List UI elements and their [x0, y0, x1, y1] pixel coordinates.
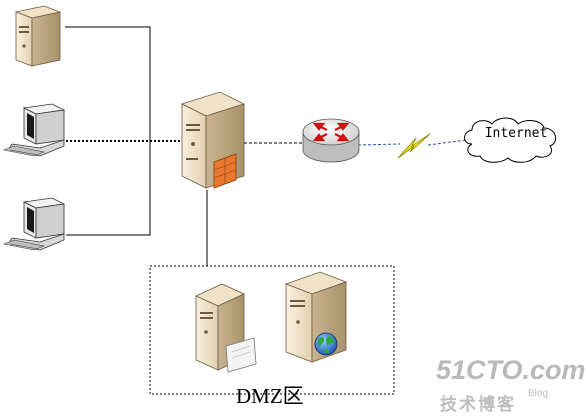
desktop-computer-icon[interactable]	[2, 103, 66, 157]
document-icon	[225, 337, 257, 373]
dmz-zone	[149, 265, 395, 395]
watermark-site: 51CTO.com	[436, 355, 586, 385]
internet-cloud-icon[interactable]	[464, 117, 557, 163]
dmz-zone-label: DMZ区	[236, 384, 304, 408]
lightning-link-icon	[397, 133, 431, 159]
firewall-icon	[213, 153, 237, 189]
firewall-server-icon[interactable]	[180, 91, 246, 189]
desktop-computer-icon[interactable]	[2, 197, 66, 251]
watermark-blog: Blog	[528, 388, 549, 399]
internet-label: Internet	[484, 126, 548, 141]
network-diagram	[2, 5, 557, 395]
web-server-icon[interactable]	[284, 271, 348, 363]
server-icon[interactable]	[195, 283, 257, 373]
server-icon[interactable]	[14, 5, 62, 67]
watermark-subtitle: 技术博客	[440, 395, 516, 415]
connection-lines	[65, 26, 467, 266]
globe-icon	[314, 332, 338, 356]
router-icon[interactable]	[302, 118, 360, 163]
